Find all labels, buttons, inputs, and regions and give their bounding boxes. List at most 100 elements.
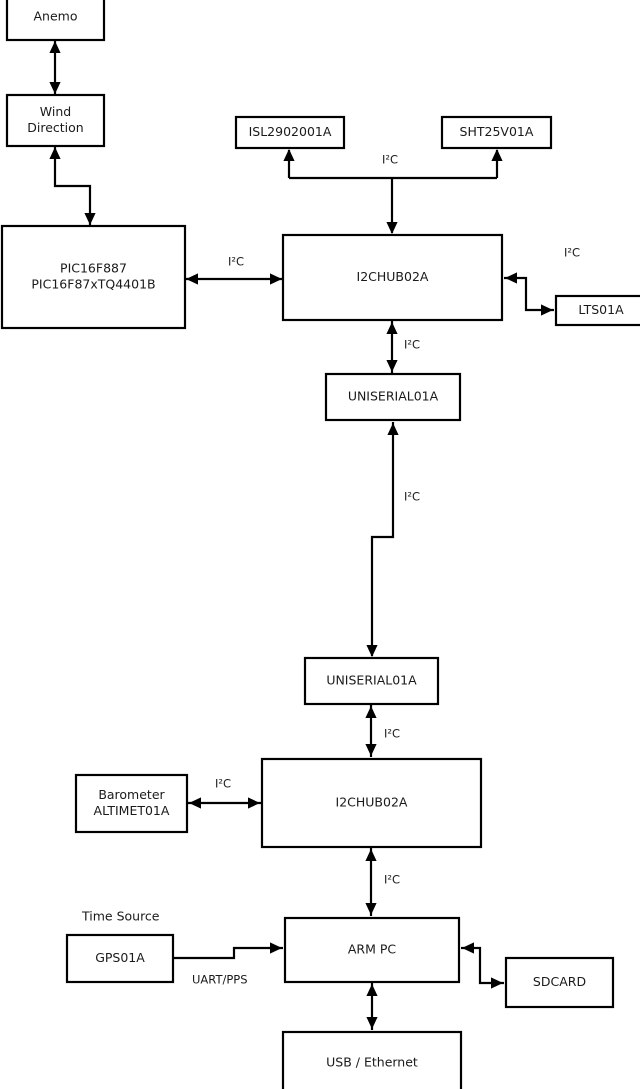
node-box[interactable] <box>283 916 461 984</box>
node-label: SDCARD <box>533 974 586 989</box>
node-box[interactable] <box>74 773 189 834</box>
arrowhead-right <box>491 977 503 989</box>
node-isl[interactable]: ISL2902001A <box>234 115 346 150</box>
node-label: ISL2902001A <box>249 124 332 139</box>
node-uniserial-dn[interactable]: UNISERIAL01A <box>303 656 440 706</box>
edge-hub2_arm: I²C <box>365 848 400 916</box>
edge-label: I²C <box>404 338 420 352</box>
node-box[interactable] <box>324 372 462 422</box>
node-label: Direction <box>27 120 83 135</box>
node-label: PIC16F87xTQ4401B <box>31 277 155 292</box>
edge-uni1_uni2: I²C <box>366 422 420 657</box>
edge-label: I²C <box>382 153 398 167</box>
arrowhead-right <box>541 304 553 316</box>
node-box[interactable] <box>281 233 504 322</box>
node-armpc[interactable]: ARM PC <box>283 916 461 984</box>
connector-line <box>370 422 395 656</box>
node-box[interactable] <box>504 956 615 1009</box>
node-box[interactable] <box>260 757 483 849</box>
node-label: ALTIMET01A <box>94 803 170 818</box>
node-lts[interactable]: LTS01A <box>554 294 640 327</box>
node-box[interactable] <box>5 93 106 148</box>
node-box[interactable] <box>5 0 106 42</box>
node-box[interactable] <box>440 115 553 150</box>
node-hub-bot[interactable]: I2CHUB02A <box>260 757 483 849</box>
connector-line <box>504 276 554 312</box>
node-label: Barometer <box>98 787 165 802</box>
node-usbeth[interactable]: USB / Ethernet <box>281 1030 463 1089</box>
node-box[interactable] <box>281 1030 463 1089</box>
node-label: Wind <box>40 104 71 119</box>
arrowhead-down <box>386 360 398 372</box>
edge-pic_wind <box>49 146 96 226</box>
edges-layer: I²C I²C I²C I²C I²C I²C I²C I²C UART/PPS <box>49 40 580 1030</box>
node-label: ARM PC <box>348 942 397 957</box>
node-label: GPS01A <box>95 950 145 965</box>
edge-baro_hub2: I²C <box>188 777 261 809</box>
edge-label: I²C <box>404 490 420 504</box>
arrowhead-left <box>505 272 517 284</box>
edge-pic_hub: I²C <box>185 255 283 285</box>
node-label: PIC16F887 <box>60 261 127 276</box>
node-label: Anemo <box>34 9 78 24</box>
node-box[interactable] <box>0 224 187 330</box>
edge-label: I²C <box>215 777 231 791</box>
arrowhead-down <box>366 1017 378 1029</box>
arrowhead-up <box>365 706 377 718</box>
node-label: I2CHUB02A <box>357 269 429 284</box>
arrowhead-up <box>49 41 61 53</box>
edge-arm_usb <box>366 983 378 1030</box>
edge-anemo_wind <box>49 40 61 95</box>
connector-line <box>53 146 92 226</box>
arrowhead-right <box>248 797 260 809</box>
edge-uni2_hub2: I²C <box>365 705 400 757</box>
edge-hub_stem <box>386 178 398 234</box>
arrowhead-down <box>366 645 378 657</box>
edge-gps_arm: UART/PPS <box>174 942 283 987</box>
arrowhead-down <box>365 903 377 915</box>
node-sdcard[interactable]: SDCARD <box>504 956 615 1009</box>
free-labels-layer: Time Source <box>81 909 160 924</box>
edge-hub_sensors: I²C <box>289 153 497 180</box>
edge-label: I²C <box>564 246 580 260</box>
arrowhead-up <box>366 984 378 996</box>
arrowhead-left <box>189 797 201 809</box>
node-uniserial-up[interactable]: UNISERIAL01A <box>324 372 462 422</box>
arrowhead-up <box>283 149 295 161</box>
arrowhead-down <box>386 222 398 234</box>
arrowhead-right <box>270 273 282 285</box>
node-label: USB / Ethernet <box>326 1055 418 1070</box>
node-box[interactable] <box>554 294 640 327</box>
node-label: SHT25V01A <box>460 124 534 139</box>
arrowhead-left <box>186 273 198 285</box>
edge-arm_sd <box>461 942 504 989</box>
arrowhead-up <box>387 423 399 435</box>
connector-line <box>461 946 504 985</box>
connector-line <box>174 946 283 960</box>
node-box[interactable] <box>303 656 440 706</box>
arrowhead-up <box>365 849 377 861</box>
arrowhead-down <box>365 744 377 756</box>
free-label-time-source: Time Source <box>81 909 160 924</box>
node-sht[interactable]: SHT25V01A <box>440 115 553 150</box>
node-box[interactable] <box>65 933 175 984</box>
node-anemo[interactable]: Anemo <box>5 0 106 42</box>
edge-hub_uni1: I²C <box>386 321 420 373</box>
arrowhead-left <box>462 942 474 954</box>
arrowhead-right <box>270 942 282 954</box>
node-hub-top[interactable]: I2CHUB02A <box>281 233 504 322</box>
edge-hub_isl_up <box>283 149 295 178</box>
node-gps[interactable]: GPS01A <box>65 933 175 984</box>
edge-label: UART/PPS <box>192 973 248 987</box>
node-box[interactable] <box>234 115 346 150</box>
arrowhead-up <box>491 149 503 161</box>
node-label: I2CHUB02A <box>336 795 408 810</box>
node-label: UNISERIAL01A <box>348 389 439 404</box>
arrowhead-down <box>84 213 96 225</box>
edge-label: I²C <box>384 873 400 887</box>
